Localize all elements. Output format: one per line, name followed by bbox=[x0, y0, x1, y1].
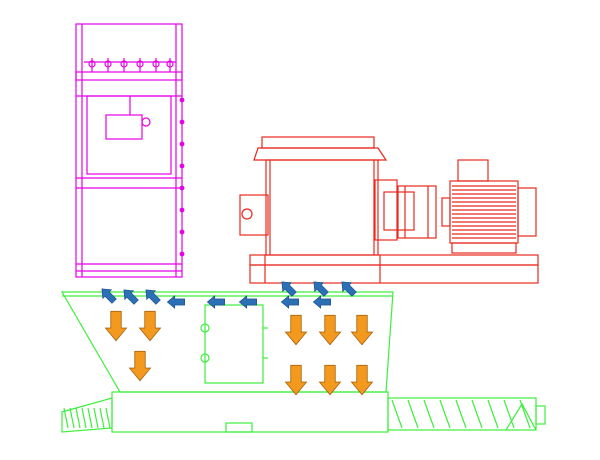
pulse-valve bbox=[166, 60, 174, 68]
air-flow-arrow bbox=[281, 281, 297, 297]
air-flow-arrow bbox=[145, 289, 161, 305]
pulse-valve bbox=[136, 60, 144, 68]
material-flow-arrow bbox=[284, 364, 308, 396]
material-flow-arrow bbox=[318, 314, 342, 346]
screw-flight bbox=[487, 399, 499, 429]
air-flow-arrow bbox=[341, 281, 357, 297]
filter-bolt bbox=[179, 163, 185, 169]
door-hinge bbox=[200, 323, 210, 333]
screw-flight bbox=[519, 399, 531, 429]
material-flow-arrow bbox=[104, 310, 128, 342]
screw-flight bbox=[63, 407, 69, 429]
conveyor-end-bearing bbox=[535, 405, 546, 425]
screw-flight bbox=[503, 399, 515, 429]
screw-flight bbox=[75, 407, 81, 429]
screw-flight bbox=[439, 399, 451, 429]
bag-filter-unit bbox=[75, 23, 185, 278]
screw-flight bbox=[87, 407, 93, 429]
air-flow-arrow bbox=[313, 281, 329, 297]
filter-housing bbox=[75, 23, 183, 278]
material-flow-arrow bbox=[350, 314, 374, 346]
screw-flight bbox=[407, 399, 419, 429]
air-flow-arrow bbox=[238, 295, 257, 309]
door-hinge bbox=[200, 353, 210, 363]
screw-flight bbox=[93, 407, 99, 429]
screw-conveyor bbox=[61, 391, 546, 433]
screw-flight bbox=[455, 399, 467, 429]
air-flow-arrow bbox=[280, 295, 299, 309]
air-flow-arrow bbox=[101, 288, 117, 304]
hopper-inspection-door bbox=[204, 304, 264, 384]
pulse-valve bbox=[88, 60, 96, 68]
motor-terminal-box bbox=[457, 159, 489, 182]
pulse-valve bbox=[120, 60, 128, 68]
material-flow-arrows bbox=[104, 310, 374, 396]
air-flow-arrow bbox=[206, 295, 225, 309]
material-flow-arrow bbox=[318, 364, 342, 396]
motor-cooling-fins bbox=[452, 185, 516, 239]
filter-bolt bbox=[179, 119, 185, 125]
filter-bolt bbox=[179, 141, 185, 147]
material-flow-arrow bbox=[128, 350, 152, 382]
screw-flight bbox=[99, 407, 105, 429]
pulse-valve bbox=[152, 60, 160, 68]
mill-chamber bbox=[265, 159, 379, 256]
filter-bolt bbox=[179, 185, 185, 191]
conveyor-discharge-tube bbox=[387, 397, 537, 431]
screw-flight bbox=[105, 407, 111, 429]
material-flow-arrow bbox=[350, 364, 374, 396]
mill-base-skid bbox=[249, 264, 539, 284]
conveyor-drain bbox=[225, 422, 253, 433]
conveyor-inlet-hood bbox=[61, 397, 113, 433]
air-flow-arrow bbox=[166, 295, 185, 309]
material-flow-arrow bbox=[138, 310, 162, 342]
pulse-valve bbox=[104, 60, 112, 68]
filter-bolt bbox=[179, 207, 185, 213]
motor-fan-cover bbox=[517, 187, 537, 237]
screw-flight bbox=[69, 407, 75, 429]
screw-flight bbox=[471, 399, 483, 429]
hopper-body bbox=[60, 291, 394, 393]
air-flow-arrow bbox=[312, 295, 331, 309]
filter-bolt bbox=[179, 229, 185, 235]
pulse-valve-row bbox=[84, 58, 176, 72]
conveyor-trough bbox=[111, 391, 389, 433]
mill-side-bearing bbox=[239, 194, 269, 236]
filter-bolt bbox=[179, 251, 185, 257]
screw-flights bbox=[63, 399, 531, 429]
filter-access-panel bbox=[86, 95, 172, 175]
filter-bolt bbox=[179, 97, 185, 103]
motor-endcap bbox=[441, 197, 451, 227]
coupling-guard bbox=[383, 191, 415, 231]
mill-top-flange bbox=[253, 147, 388, 161]
material-flow-arrow bbox=[284, 314, 308, 346]
filter-top-flange bbox=[75, 71, 183, 81]
mill-rotor-housing bbox=[374, 179, 398, 241]
mill-bearing-bolt bbox=[241, 208, 253, 220]
filter-valve bbox=[141, 117, 151, 127]
screw-flight bbox=[423, 399, 435, 429]
coupling bbox=[397, 185, 437, 239]
screw-flight bbox=[81, 407, 87, 429]
air-flow-arrows bbox=[101, 281, 357, 309]
filter-valve-box bbox=[105, 114, 143, 140]
air-flow-arrow bbox=[123, 289, 139, 305]
mill-base-frame bbox=[249, 254, 539, 266]
motor-foot bbox=[451, 242, 517, 254]
collecting-hopper bbox=[60, 291, 394, 393]
hammer-mill bbox=[239, 136, 539, 284]
mill-top-cover bbox=[261, 136, 375, 149]
screw-flight bbox=[391, 399, 403, 429]
filter-bolt-row bbox=[179, 97, 185, 257]
